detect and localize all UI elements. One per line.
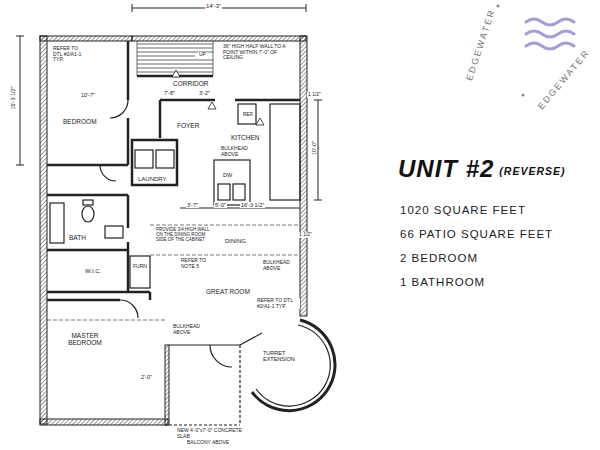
plan-label: REF.: [242, 112, 255, 118]
plan-label: REFER TO DTL #2/A1-1 TYP.: [256, 298, 300, 309]
unit-title: UNIT #2: [398, 156, 494, 182]
plan-label: 36" HIGH HALF WALL TO A POINT WITHIN 7'-…: [222, 44, 296, 61]
unit-spec: 1020 SQUARE FEET: [400, 204, 526, 217]
plan-label: 1 1/2": [307, 92, 322, 98]
plan-label: 3'-7": [186, 202, 199, 208]
plan-label: W.I.C.: [84, 268, 102, 275]
unit-spec: 1 BATHROOM: [400, 276, 485, 289]
plan-label: BATH: [68, 234, 87, 241]
plan-label: LAUNDRY: [137, 176, 168, 183]
plan-label: BULKHEAD ABOVE: [172, 324, 204, 335]
plan-label: FOYER: [176, 122, 200, 129]
plan-label: BEDROOM: [62, 118, 98, 125]
plan-label: 3'-2": [198, 90, 211, 96]
plan-label: FURN: [132, 264, 148, 270]
plan-label: NEW 4'-0"x7'-0" CONCRETE SLAB: [176, 428, 248, 439]
unit-spec: (REVERSE): [499, 166, 565, 178]
plan-label: 2'-0": [140, 374, 153, 380]
plan-label: CORRIDOR: [172, 80, 209, 87]
unit-spec: 2 BEDROOM: [400, 252, 478, 265]
plan-label: 14'-3": [205, 3, 222, 10]
plan-label: BULKHEAD ABOVE: [220, 146, 262, 157]
plan-label: REFER TO NOTE 5: [180, 258, 218, 269]
plan-label: GREAT ROOM: [205, 288, 251, 295]
plan-label: MASTER BEDROOM: [62, 332, 108, 346]
plan-label: 1 1/2": [298, 232, 313, 238]
plan-label: DINING: [224, 238, 247, 245]
watermark-text: EDGEWATER: [537, 48, 593, 112]
plan-label: UP: [198, 52, 207, 58]
plan-label: 7'-8": [163, 90, 176, 96]
plan-label: 10'-0": [311, 140, 317, 156]
plan-label: 10'-7": [80, 92, 96, 98]
plan-label: KITCHEN: [230, 134, 261, 141]
plan-label: 5'-0": [214, 202, 227, 208]
plan-label: DW: [222, 172, 233, 178]
plan-label: BULKHEAD ABOVE: [262, 260, 296, 271]
watermark-text: EDGEWATER: [465, 8, 498, 82]
plan-label: BALCONY ABOVE: [186, 440, 230, 446]
unit-spec: 66 PATIO SQUARE FEET: [400, 228, 553, 241]
plan-label: REFER TO DTL #2/A1-1 TYP.: [52, 46, 88, 63]
plan-label: PROVIDE 3/4 HIGH WALL ON THE DINING ROOM…: [155, 228, 212, 243]
plan-label: 16'-3 1/2": [240, 202, 265, 208]
plan-label: TURRET EXTENSION: [262, 350, 306, 362]
plan-label: 15'-3 1/2": [10, 85, 16, 110]
